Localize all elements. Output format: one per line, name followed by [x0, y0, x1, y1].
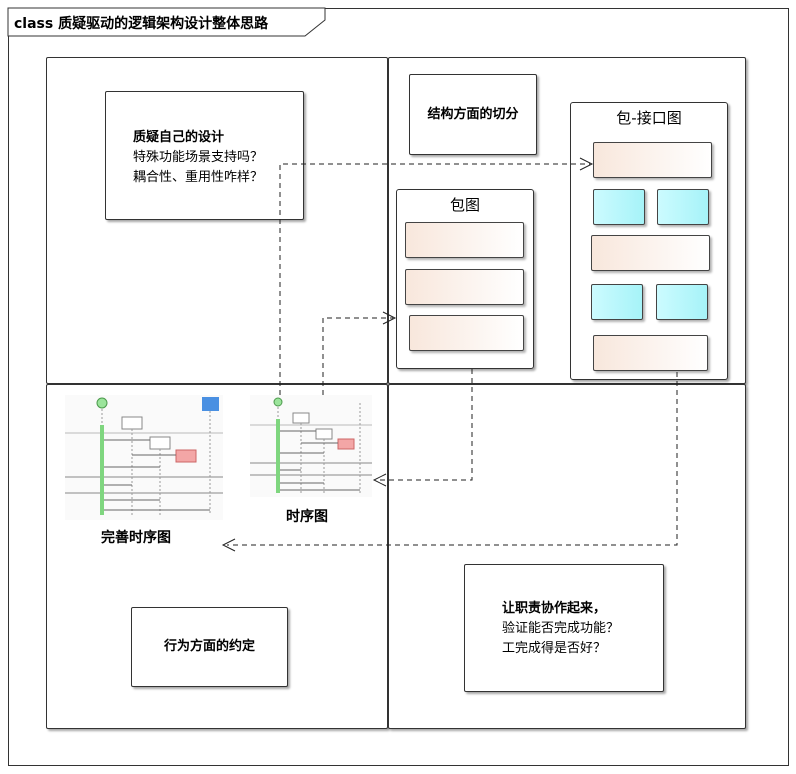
- responsibility-note-title: 让职责协作起来，: [502, 601, 607, 616]
- sequence-small-label: 时序图: [286, 509, 328, 525]
- pi-class-1[interactable]: [593, 142, 712, 178]
- structure-note[interactable]: 结构方面的切分: [409, 74, 537, 155]
- question-design-title: 质疑自己的设计: [133, 130, 225, 145]
- package-class-1[interactable]: [405, 222, 524, 258]
- connector-interface-to-full-sequence: [227, 372, 678, 546]
- responsibility-note-line1: 验证能否完成功能？: [502, 621, 620, 636]
- package-diagram-title: 包图: [449, 196, 480, 214]
- responsibility-note[interactable]: 让职责协作起来， 验证能否完成功能？ 工完成得是否好？: [464, 564, 664, 692]
- frame-title: class 质疑驱动的逻辑架构设计整体思路: [14, 16, 269, 32]
- connector-sequence-to-package: [322, 317, 393, 395]
- pi-class-2[interactable]: [591, 235, 710, 271]
- arrowhead-interface: [579, 157, 594, 171]
- question-design-line2: 耦合性、重用性咋样？: [133, 170, 264, 185]
- question-design-line1: 特殊功能场景支持吗？: [133, 150, 264, 165]
- connector-package-to-sequence: [378, 369, 473, 481]
- pi-class-3[interactable]: [593, 335, 708, 371]
- question-design-note[interactable]: 质疑自己的设计 特殊功能场景支持吗？ 耦合性、重用性咋样？: [105, 91, 304, 220]
- package-class-3[interactable]: [409, 315, 524, 351]
- arrowhead-full-sequence: [221, 538, 236, 552]
- pi-interface-2[interactable]: [657, 189, 709, 225]
- structure-note-title: 结构方面的切分: [427, 106, 519, 122]
- responsibility-note-line2: 工完成得是否好？: [502, 641, 607, 656]
- pi-interface-3[interactable]: [591, 284, 643, 320]
- sequence-full-label: 完善时序图: [101, 530, 171, 546]
- behavior-note-title: 行为方面的约定: [163, 639, 255, 654]
- behavior-note[interactable]: 行为方面的约定: [131, 607, 288, 687]
- package-class-2[interactable]: [405, 269, 524, 305]
- arrowhead-package: [382, 311, 397, 325]
- package-interface-title: 包-接口图: [616, 109, 682, 127]
- arrowhead-small-sequence: [372, 473, 387, 487]
- connector-sequence-to-interface: [279, 163, 590, 395]
- pi-interface-1[interactable]: [593, 189, 645, 225]
- pi-interface-4[interactable]: [656, 284, 708, 320]
